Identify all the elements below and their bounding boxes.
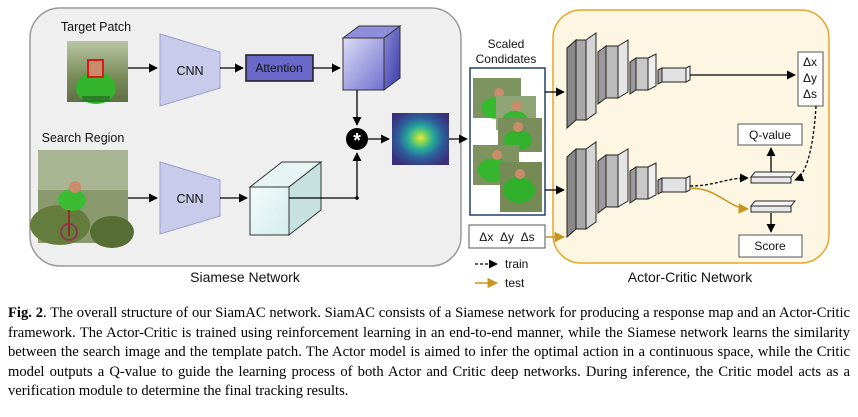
actor-critic-title: Actor-Critic Network (628, 269, 753, 285)
siamese-network-title: Siamese Network (190, 269, 301, 285)
scaled-candidates-box (469, 67, 546, 216)
action-input-label: Δx Δy Δs (479, 230, 534, 244)
figure-caption: Fig. 2. The overall structure of our Sia… (8, 304, 850, 402)
correlation-symbol: * (353, 130, 361, 152)
cnn-bottom-label: CNN (176, 192, 203, 206)
scaled-candidates-label-line1: Scaled (488, 37, 525, 51)
action-output-ds: Δs (803, 87, 817, 101)
legend: train test (475, 257, 528, 290)
target-patch-image (67, 41, 128, 104)
attention-label: Attention (255, 61, 302, 75)
cnn-top: CNN (159, 33, 221, 107)
siamese-flow-arrows (128, 63, 468, 203)
search-region-label: Search Region (42, 131, 125, 145)
score-box: Score (738, 234, 803, 258)
search-region-image (30, 150, 134, 248)
caption-text: . The overall structure of our SiamAC ne… (8, 305, 850, 400)
action-input-box: Δx Δy Δs (468, 224, 546, 249)
target-patch-label: Target Patch (61, 20, 131, 34)
critic-network-layers (566, 141, 691, 239)
actor-critic-flow-arrows (545, 70, 817, 243)
cnn-top-label: CNN (176, 64, 203, 78)
qvalue-box: Q-value (737, 123, 803, 146)
legend-train-label: train (505, 257, 528, 271)
response-map (392, 113, 449, 165)
action-output-box: Δx Δy Δs (797, 51, 824, 107)
cnn-bottom: CNN (159, 161, 221, 235)
caption-label: Fig. 2 (8, 305, 44, 321)
attention-feature-cube (341, 25, 402, 91)
attention-block: Attention (245, 54, 314, 82)
action-output-dy: Δy (803, 71, 817, 85)
score-label: Score (754, 239, 786, 253)
siamac-architecture-diagram: Siamese Network Target Patch Search Regi… (29, 7, 830, 290)
action-output-dx: Δx (803, 55, 817, 69)
candidate-crop-5 (500, 162, 542, 212)
scaled-candidates-label-line2: Condidates (476, 52, 537, 66)
cross-correlation-operator: * (346, 128, 368, 152)
legend-test-label: test (505, 276, 525, 290)
qvalue-label: Q-value (749, 128, 791, 142)
critic-qvalue-fc (749, 171, 797, 184)
actor-network-layers (566, 32, 691, 130)
critic-score-fc (749, 200, 797, 213)
